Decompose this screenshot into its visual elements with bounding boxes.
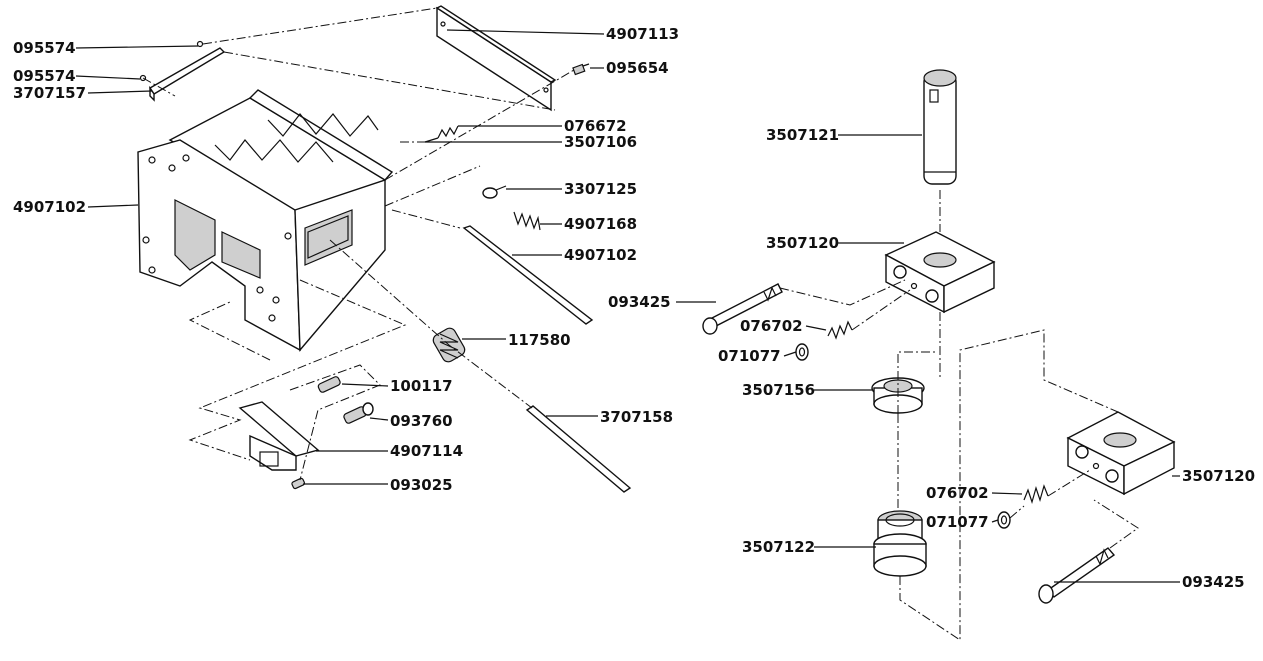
collar-3507122 (873, 510, 927, 577)
plate-4907114 (238, 401, 320, 471)
part-labels: 095574 095574 3707157 4907102 4907113 09… (13, 25, 1255, 591)
label-071077-upper: 071077 (718, 347, 781, 365)
label-093760: 093760 (390, 412, 453, 430)
rod-4907102 (462, 225, 594, 325)
label-095574-b: 095574 (13, 67, 76, 85)
screw-3307125 (482, 185, 507, 199)
label-095574-a: 095574 (13, 39, 76, 57)
spring-4907168 (513, 211, 541, 231)
handle-3507121 (923, 69, 957, 185)
spring-076702-upper (827, 320, 853, 340)
label-3507106: 3507106 (564, 133, 637, 151)
spring-076702-lower (1023, 484, 1049, 505)
block-3507120-lower (1066, 411, 1176, 496)
spring-076672 (424, 125, 459, 143)
frame-4907102 (137, 89, 394, 352)
pin-100117 (317, 376, 341, 393)
label-093425-lower: 093425 (1182, 573, 1245, 591)
label-076702-upper: 076702 (740, 317, 803, 335)
label-3507122: 3507122 (742, 538, 815, 556)
label-3507156: 3507156 (742, 381, 815, 399)
screw-095654 (572, 63, 590, 76)
plate-4907113 (435, 5, 557, 112)
label-3707157: 3707157 (13, 84, 86, 102)
label-093425-upper: 093425 (608, 293, 671, 311)
label-3507120-upper: 3507120 (766, 234, 839, 252)
label-076672: 076672 (564, 117, 627, 135)
label-095654: 095654 (606, 59, 669, 77)
leader-lines (75, 29, 1180, 583)
assembly-lines-left (142, 7, 575, 481)
label-3307125: 3307125 (564, 180, 637, 198)
label-4907114: 4907114 (390, 442, 463, 460)
label-3507121: 3507121 (766, 126, 839, 144)
label-093025: 093025 (390, 476, 453, 494)
label-4907168: 4907168 (564, 215, 637, 233)
nut-071077-lower (997, 511, 1011, 529)
bracket-3707157 (139, 40, 226, 102)
label-071077-lower: 071077 (926, 513, 989, 531)
label-3507120-lower: 3507120 (1182, 467, 1255, 485)
screw-093425-lower (1038, 547, 1116, 604)
label-4907113: 4907113 (606, 25, 679, 43)
label-4907102-frame: 4907102 (13, 198, 86, 216)
screw-093760 (343, 402, 374, 424)
label-4907102-rod: 4907102 (564, 246, 637, 264)
label-100117: 100117 (390, 377, 453, 395)
assembly-lines-right (779, 190, 1139, 641)
label-3707158: 3707158 (600, 408, 673, 426)
nut-071077-upper (795, 343, 809, 361)
block-3507120-upper (884, 231, 996, 314)
screw-093425-upper (702, 283, 783, 335)
label-117580: 117580 (508, 331, 571, 349)
screw-093025 (291, 477, 306, 490)
label-076702-lower: 076702 (926, 484, 989, 502)
